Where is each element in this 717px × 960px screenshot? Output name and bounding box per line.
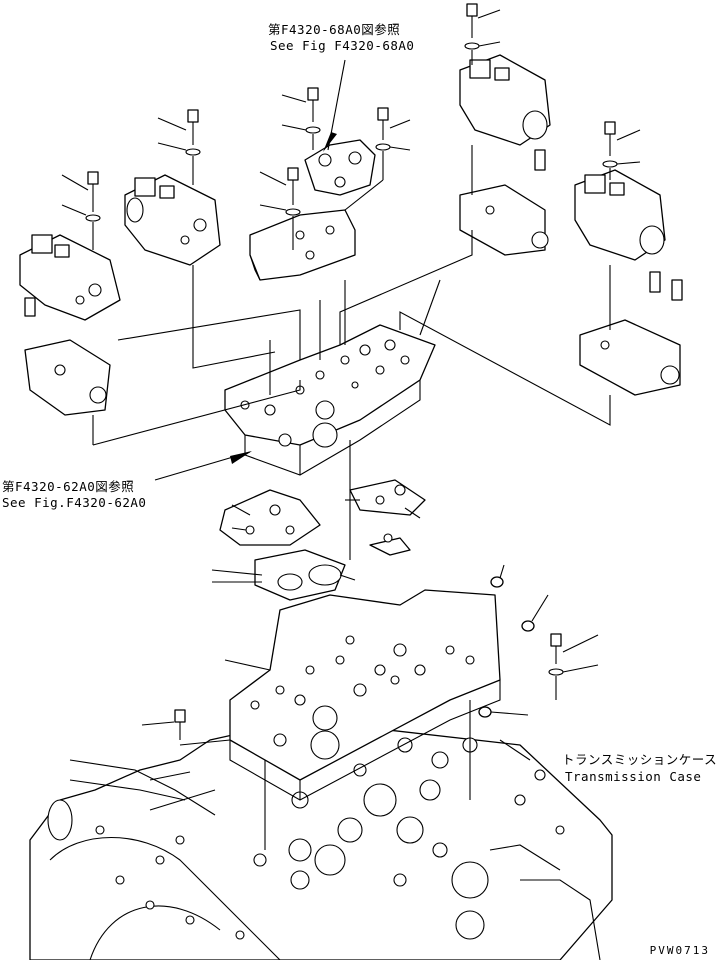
leader-lines bbox=[61, 9, 641, 811]
transmission-case bbox=[29, 719, 613, 960]
mid-reference-jp: 第F4320-62A0図参照 bbox=[2, 479, 135, 494]
top-reference-en: See Fig F4320-68A0 bbox=[270, 38, 415, 53]
lower-valve-plate bbox=[229, 589, 501, 801]
gasket-left-upper bbox=[219, 489, 321, 546]
mid-reference-en: See Fig.F4320-62A0 bbox=[2, 495, 147, 510]
case-label-en: Transmission Case bbox=[565, 769, 702, 784]
callout-arrow-top bbox=[323, 59, 346, 152]
cover-bracket bbox=[249, 209, 356, 281]
case-label-jp: トランスミッションケース bbox=[562, 752, 717, 767]
gasket-left-lower bbox=[254, 549, 346, 601]
solenoid-valve-right bbox=[574, 169, 683, 396]
top-reference-jp: 第F4320-68A0図参照 bbox=[268, 22, 401, 37]
cover-plate bbox=[304, 139, 376, 196]
bolts bbox=[85, 3, 618, 740]
solenoid-valve-upper-right bbox=[459, 54, 551, 256]
gasket-right-lower bbox=[369, 533, 411, 556]
upper-valve-body bbox=[224, 324, 436, 476]
solenoid-valve-left bbox=[19, 234, 121, 416]
assembly-lines bbox=[92, 50, 611, 850]
solenoid-valve-upper-left bbox=[124, 174, 221, 266]
callout-arrow-mid bbox=[154, 451, 252, 481]
drawing-code: PVW0713 bbox=[650, 944, 710, 957]
gasket-right-upper bbox=[349, 479, 426, 516]
